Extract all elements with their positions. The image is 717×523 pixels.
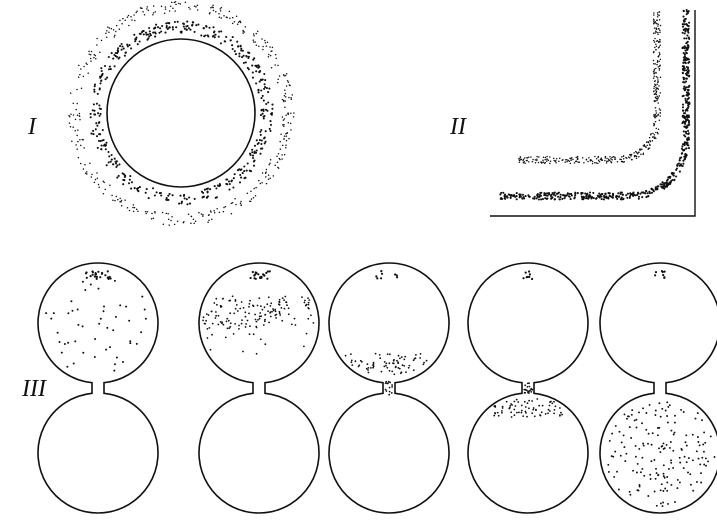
figure-one-inner-ring bbox=[107, 39, 255, 187]
figure-three-label: III bbox=[21, 376, 47, 402]
figure-three-bulb-series bbox=[38, 263, 717, 513]
figure-three: III bbox=[21, 263, 717, 513]
figure-two-label: II bbox=[449, 114, 467, 140]
bulb-outline bbox=[38, 263, 158, 513]
bulb-pair-1 bbox=[38, 263, 158, 513]
bulb-pair-5 bbox=[600, 263, 717, 513]
bulb-pair-3 bbox=[329, 263, 449, 513]
figure-one-label: I bbox=[27, 114, 37, 140]
figure-one: I bbox=[27, 1, 295, 226]
bulb-outline bbox=[468, 263, 588, 513]
figure-one-dot-rings bbox=[68, 1, 294, 226]
bulb-outline bbox=[199, 263, 319, 513]
bulb-pair-2 bbox=[199, 263, 319, 513]
figure-two-dot-bands bbox=[499, 9, 690, 201]
figure-two: II bbox=[449, 9, 695, 216]
bulb-pair-4 bbox=[468, 263, 588, 513]
